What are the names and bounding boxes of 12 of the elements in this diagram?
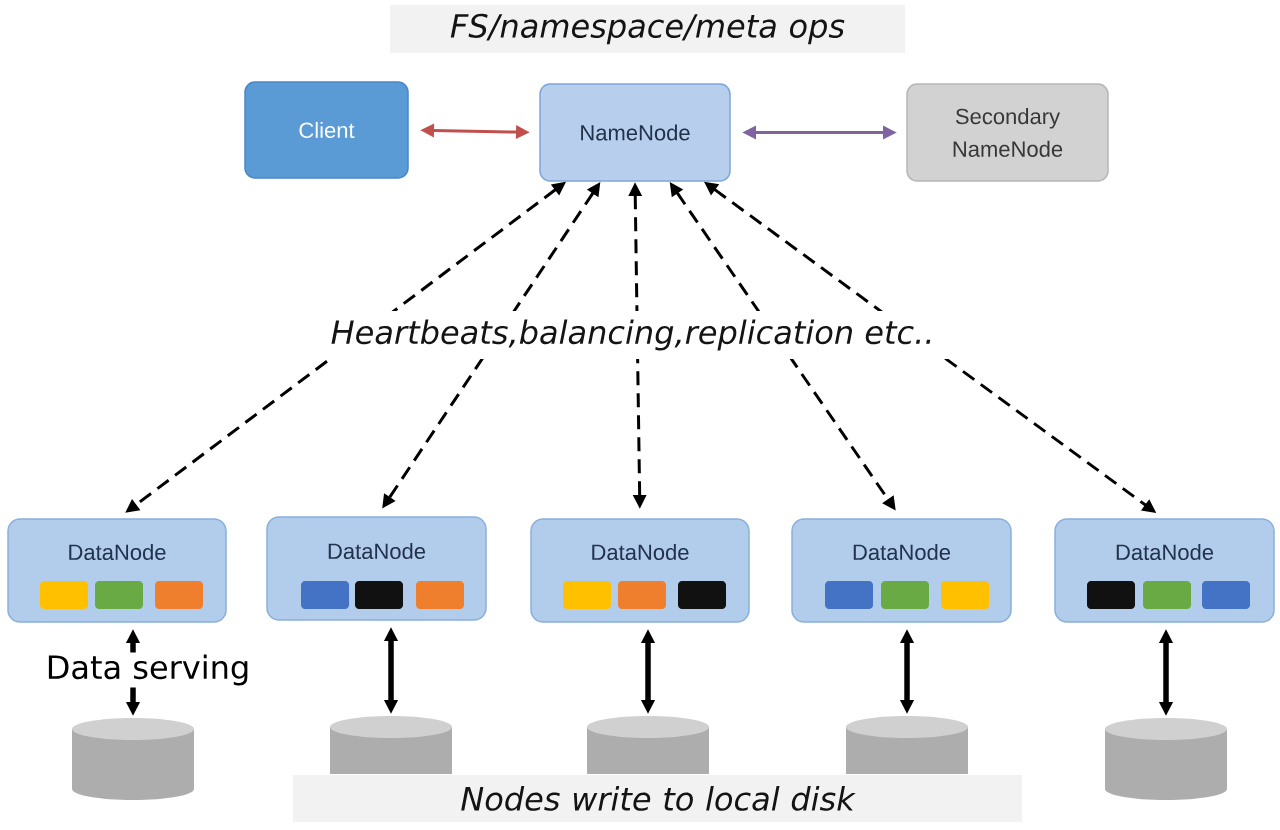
rounded-box: NameNode xyxy=(539,83,731,182)
edge-label: Data serving xyxy=(43,652,253,688)
rounded-box: Client xyxy=(244,81,409,179)
annotation: Heartbeats,balancing,replication etc.. xyxy=(331,319,931,351)
rounded-box: Secondary NameNode xyxy=(906,83,1109,182)
text-band: Nodes write to local disk xyxy=(293,775,1022,822)
disk-cylinder xyxy=(330,716,452,774)
disk-cylinder xyxy=(1105,718,1227,800)
disk-cylinder xyxy=(587,716,709,774)
disk-cylinder xyxy=(72,718,194,800)
disk-cylinder xyxy=(846,716,968,774)
text-band: FS/namespace/meta ops xyxy=(390,5,905,53)
